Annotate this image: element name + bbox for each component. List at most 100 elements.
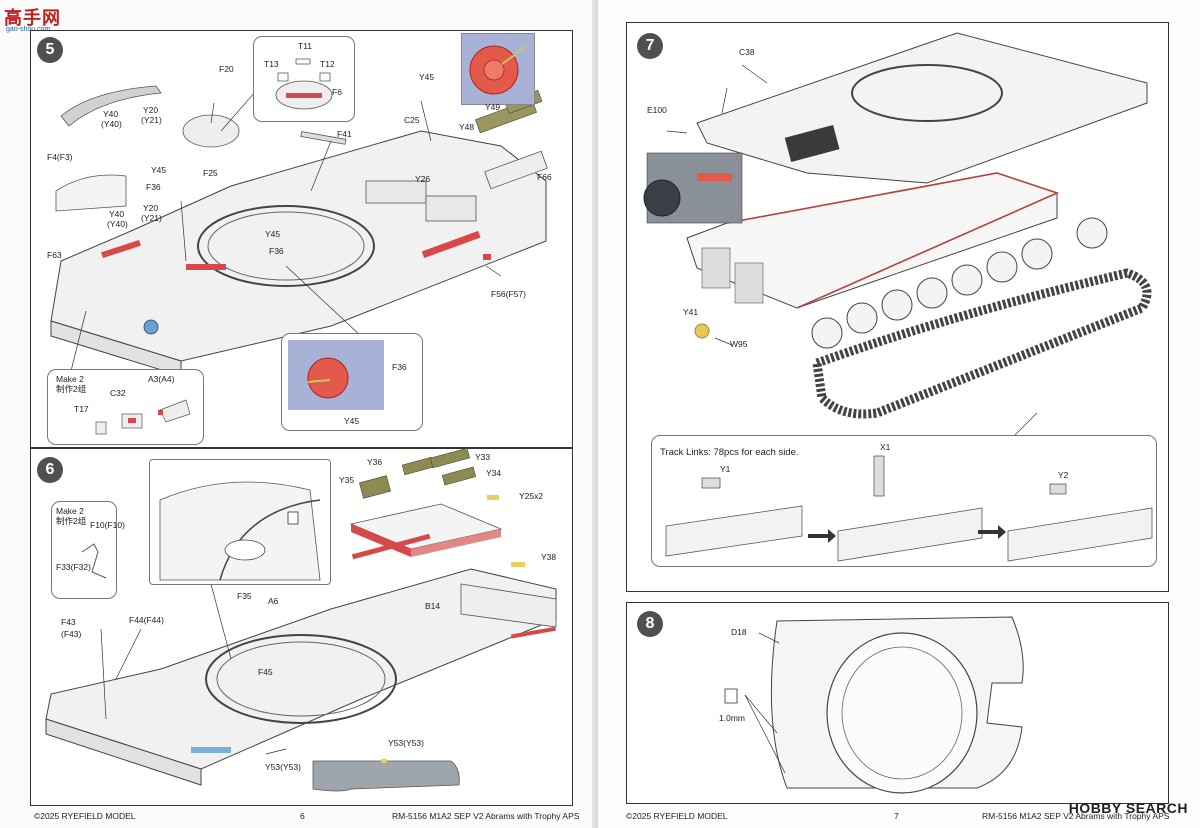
- step8-badge: 8: [637, 611, 663, 637]
- step5-hull-drawing: [50, 85, 548, 377]
- label-x1: X1: [880, 442, 891, 452]
- label-f36: F36: [146, 182, 161, 192]
- sensor-detail-drawing: [275, 58, 333, 110]
- label-c32: C32: [110, 388, 126, 398]
- right-footer-copyright: ©2025 RYEFIELD MODEL: [626, 811, 728, 821]
- label-y45-c: Y45: [265, 229, 281, 239]
- label-y53-a: Y53(Y53): [388, 738, 424, 748]
- label-f20: F20: [219, 64, 234, 74]
- label-y49: Y49: [485, 102, 501, 112]
- watermark-url: gao-shou.com: [6, 26, 51, 33]
- label-y45-b: Y45: [151, 165, 167, 175]
- label-thickness: 1.0mm: [719, 713, 745, 723]
- step6-panel: 6: [30, 447, 573, 806]
- right-page: 7: [598, 0, 1200, 828]
- label-b14: B14: [425, 601, 441, 611]
- step8-turret-floor-drawing: [724, 616, 1024, 794]
- label-d18: D18: [731, 627, 747, 637]
- red-hatch-drawing-2: [307, 357, 349, 399]
- make2-title-cn: 制作2组: [56, 384, 87, 394]
- label-c38: C38: [739, 47, 755, 57]
- track-links-note: Track Links: 78pcs for each side.: [660, 447, 799, 458]
- label-f43-b: (F43): [61, 629, 82, 639]
- label-y26: Y26: [415, 174, 431, 184]
- label-y36: Y36: [367, 457, 383, 467]
- left-page: 高手网 gao-shou.com 5: [0, 0, 598, 828]
- turret-ring-detail-drawing: [159, 481, 321, 581]
- step5-red-callout-bottom: [288, 340, 384, 410]
- left-footer-kit-name: RM-5156 M1A2 SEP V2 Abrams with Trophy A…: [392, 811, 580, 821]
- label-y34: Y34: [486, 468, 502, 478]
- label-a3: A3(A4): [148, 374, 175, 384]
- step7-track-callout: Track Links: 78pcs for each side. Y1 X1 …: [651, 435, 1157, 567]
- left-page-number: 6: [300, 811, 305, 821]
- label-f25: F25: [203, 168, 218, 178]
- label-y20: Y20: [143, 105, 159, 115]
- label-a6: A6: [268, 596, 279, 606]
- side-skirt-y53-drawing: [312, 759, 460, 792]
- step5-badge: 5: [37, 37, 63, 63]
- label-y40-d: (Y40): [107, 219, 128, 229]
- left-footer-copyright: ©2025 RYEFIELD MODEL: [34, 811, 136, 821]
- step7-panel: 7: [626, 22, 1169, 592]
- label-f4: F4(F3): [47, 152, 73, 162]
- step6-callout-turret-ring: [149, 459, 331, 585]
- label-f66: F66: [537, 172, 552, 182]
- label-y20-b: Y20: [143, 203, 159, 213]
- label-f45: F45: [258, 667, 273, 677]
- step8-panel: 8 D18 1.0mm: [626, 602, 1169, 804]
- step7-badge: 7: [637, 33, 663, 59]
- label-f35: F35: [237, 591, 252, 601]
- label-y21: (Y21): [141, 115, 162, 125]
- right-footer-kit-name: RM-5156 M1A2 SEP V2 Abrams with Trophy A…: [982, 811, 1170, 821]
- step6-badge: 6: [37, 457, 63, 483]
- label-y53-b: Y53(Y53): [265, 762, 301, 772]
- label-c25: C25: [404, 115, 420, 125]
- label-y33: Y33: [475, 452, 491, 462]
- label-f33: F33(F32): [56, 562, 91, 572]
- label-f56: F56(F57): [491, 289, 526, 299]
- label-f36-callout: F36: [392, 362, 407, 372]
- wire-part-drawing: [81, 543, 107, 579]
- label-f6: F6: [332, 87, 342, 97]
- label-f41: F41: [337, 129, 352, 139]
- label-f44: F44(F44): [129, 615, 164, 625]
- step5-red-callout-top: [461, 33, 535, 105]
- label-y38: Y38: [541, 552, 557, 562]
- step5-callout-t11: T11 T13 T12 F6: [253, 36, 355, 122]
- label-t17: T17: [74, 404, 89, 414]
- label-f63: F63: [47, 250, 62, 260]
- label-f10: F10(F10): [90, 520, 125, 530]
- track-link-sequence-drawing: [665, 455, 1153, 562]
- label-t12: T12: [320, 59, 335, 69]
- label-y45: Y45: [419, 72, 435, 82]
- make2-title: Make 2: [56, 374, 84, 384]
- label-y21-b: (Y21): [141, 213, 162, 223]
- step6-make2-box: Make 2 制作2组 F10(F10) F33(F32): [51, 501, 125, 599]
- label-f43: F43: [61, 617, 76, 627]
- step5-make2-box: Make 2 制作2组 C32 A3(A4) T17: [47, 369, 204, 445]
- label-y45-callout: Y45: [344, 416, 360, 426]
- label-y40-b: (Y40): [101, 119, 122, 129]
- watermark-hobby-search: HOBBY SEARCH: [1068, 800, 1188, 816]
- label-t11: T11: [298, 41, 313, 51]
- make2-parts-drawing: [95, 399, 191, 435]
- label-y2: Y2: [1058, 470, 1069, 480]
- label-y48: Y48: [459, 122, 475, 132]
- label-y25: Y25x2: [519, 491, 544, 501]
- make2-title-cn-6: 制作2组: [56, 516, 87, 526]
- label-y35: Y35: [339, 475, 355, 485]
- label-e100: E100: [647, 105, 667, 115]
- right-page-number: 7: [894, 811, 899, 821]
- label-f36-b: F36: [269, 246, 284, 256]
- step5-callout-f36: F36 Y45: [281, 333, 423, 431]
- step5-panel: 5: [30, 30, 573, 448]
- label-t13: T13: [264, 59, 279, 69]
- make2-title-6: Make 2: [56, 506, 84, 516]
- label-w95: W95: [730, 339, 748, 349]
- label-y40-c: Y40: [109, 209, 125, 219]
- watermark-logo: 高手网: [4, 8, 61, 28]
- label-y1: Y1: [720, 464, 731, 474]
- step7-hull-drawing: [643, 32, 1152, 444]
- label-y41: Y41: [683, 307, 699, 317]
